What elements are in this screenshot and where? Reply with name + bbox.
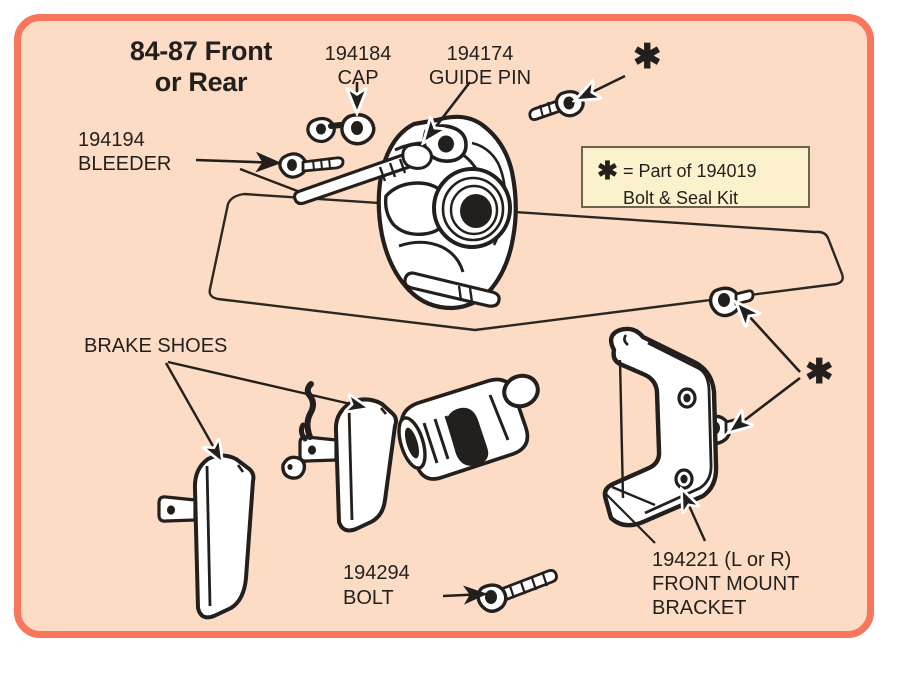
label-guide-pin: 194174 GUIDE PIN xyxy=(428,43,532,89)
legend-asterisk-icon: ✱ xyxy=(597,157,618,185)
legend-line-1: = Part of 194019 xyxy=(617,161,757,181)
diagram-panel xyxy=(14,14,874,638)
legend-line-2: Bolt & Seal Kit xyxy=(623,188,739,209)
asterisk-marker-right: ✱ xyxy=(805,353,834,391)
label-bolt: 194294 BOLT xyxy=(343,562,410,609)
asterisk-marker-top: ✱ xyxy=(633,38,662,76)
label-brake-shoes: BRAKE SHOES xyxy=(84,335,228,357)
label-bleeder: 194194 BLEEDER xyxy=(78,129,172,175)
label-cap: 194184 CAP xyxy=(324,43,392,89)
label-front-mount-bracket: 194221 (L or R) FRONT MOUNT BRACKET xyxy=(652,549,800,619)
page-title: 84-87 Front or Rear xyxy=(129,36,273,98)
